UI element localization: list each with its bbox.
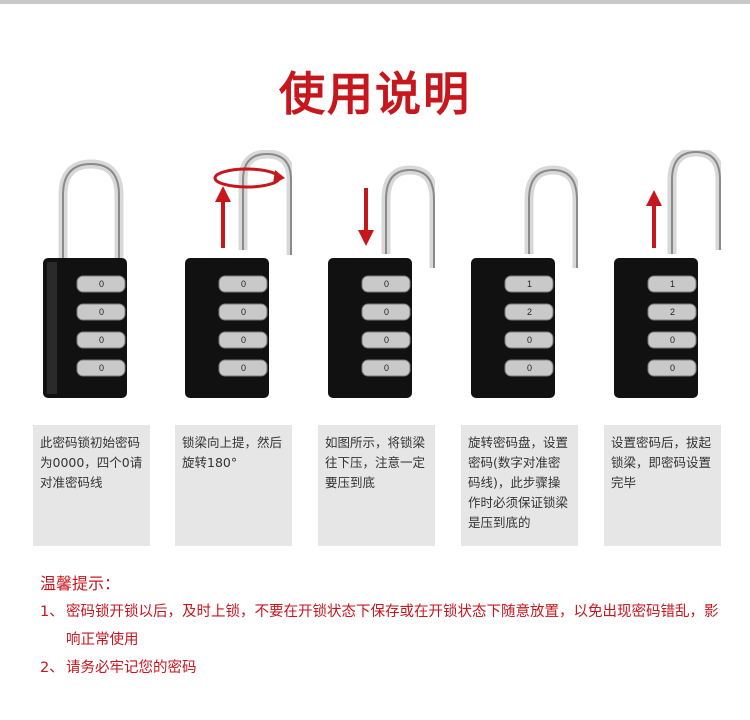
tip-text: 密码锁开锁以后，及时上锁，不要在开锁状态下保存或在开锁状态下随意放置，以免出现密… — [66, 604, 719, 648]
dial-4-digit: 0 — [670, 363, 675, 373]
dial-4-digit: 0 — [99, 363, 104, 373]
arrow-up-icon — [646, 190, 662, 248]
step-3-caption: 如图所示，将锁梁往下压，注意一定要压到底 — [318, 425, 435, 546]
dial-3-digit: 0 — [527, 335, 532, 345]
top-divider — [0, 0, 750, 4]
dial-1-digit: 0 — [99, 279, 104, 289]
tip-number: 2、 — [40, 660, 64, 676]
tip-number: 1、 — [40, 604, 64, 620]
dial-2-digit: 2 — [670, 307, 675, 317]
dial-2-digit: 2 — [527, 307, 532, 317]
dial-4-digit: 0 — [241, 363, 246, 373]
tips-section: 温馨提示： 1、密码锁开锁以后，及时上锁，不要在开锁状态下保存或在开锁状态下随意… — [40, 570, 730, 682]
dial-1-digit: 0 — [384, 279, 389, 289]
dial-3-digit: 0 — [384, 335, 389, 345]
dial-1-digit: 0 — [241, 279, 246, 289]
step-5: 1 2 0 0 设置密码后，拔起锁梁，即密码设置完毕 — [604, 150, 721, 546]
tip-item-1: 1、密码锁开锁以后，及时上锁，不要在开锁状态下保存或在开锁状态下随意放置，以免出… — [40, 598, 730, 654]
step-4-caption: 旋转密码盘，设置密码(数字对准密码线)，此步骤操作时必须保证锁梁是压到底的 — [461, 425, 578, 546]
padlock-pressed-icon: 0 0 0 0 — [328, 165, 435, 398]
step-1-caption: 此密码锁初始密码为0000，四个0请对准密码线 — [33, 425, 150, 546]
page-title: 使用说明 — [279, 67, 471, 121]
padlock-open-icon: 1 2 0 0 — [614, 150, 721, 398]
padlock-closed-icon: 0 0 0 0 — [43, 159, 127, 398]
step-2-caption: 锁梁向上提，然后旋转180° — [175, 425, 292, 546]
dial-3-digit: 0 — [241, 335, 246, 345]
dial-2-digit: 0 — [241, 307, 246, 317]
step-5-caption: 设置密码后，拔起锁梁，即密码设置完毕 — [604, 425, 721, 546]
tip-text: 请务必牢记您的密码 — [66, 660, 197, 676]
step-2: 0 0 0 0 锁梁向上提，然后旋转180° — [175, 150, 292, 546]
dial-3-digit: 0 — [99, 335, 104, 345]
step-3: 0 0 0 0 如图所示，将锁梁往下压，注意一定要压到底 — [318, 150, 435, 546]
arrow-up-icon — [215, 186, 231, 248]
padlock-rotated-icon: 0 0 0 0 — [185, 150, 292, 398]
step-4: 1 2 0 0 旋转密码盘，设置密码(数字对准密码线)，此步骤操作时必须保证锁梁… — [461, 150, 578, 546]
dial-1-digit: 1 — [670, 279, 675, 289]
dial-4-digit: 0 — [384, 363, 389, 373]
dial-2-digit: 0 — [99, 307, 104, 317]
arrow-down-icon — [358, 188, 374, 246]
rotate-arrow-icon — [213, 167, 285, 189]
dial-4-digit: 0 — [527, 363, 532, 373]
dial-3-digit: 0 — [670, 335, 675, 345]
tip-item-2: 2、请务必牢记您的密码 — [40, 654, 730, 682]
dial-2-digit: 0 — [384, 307, 389, 317]
tips-title: 温馨提示： — [40, 574, 121, 593]
dial-1-digit: 1 — [527, 279, 532, 289]
step-1: 0 0 0 0 此密码锁初始密码为0000，四个0请对准密码线 — [33, 150, 150, 546]
padlock-set-code-icon: 1 2 0 0 — [471, 165, 578, 398]
